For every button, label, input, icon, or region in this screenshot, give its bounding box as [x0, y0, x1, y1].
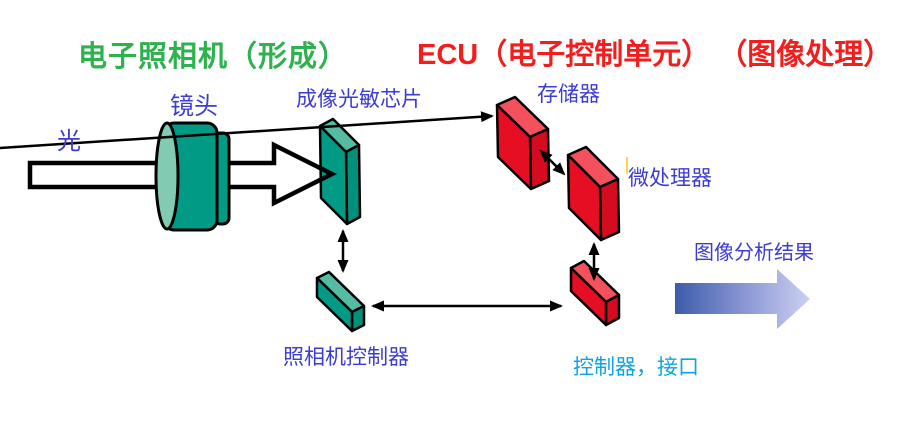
title-camera-system: 电子照相机（形成） [78, 40, 348, 73]
controller-interface-box [569, 259, 621, 327]
label-light: 光 [57, 128, 81, 155]
microprocessor-side-face [598, 177, 621, 242]
result-arrow [675, 269, 810, 329]
label-sensor-chip: 成像光敏芯片 [296, 88, 422, 111]
memory-side-face [528, 127, 551, 191]
camera-controller-front-face [315, 276, 354, 333]
lens-front-ellipse [154, 121, 180, 231]
camera-controller-side-face [350, 304, 366, 333]
arrow-memory-microprocessor [539, 149, 566, 176]
title-ecu: ECU（电子控制单元） （图像处理） [417, 38, 892, 71]
label-result: 图像分析结果 [694, 241, 814, 264]
arrow-chip-to-memory [0, 111, 494, 150]
memory-front-face [495, 103, 533, 191]
label-controller-interface: 控制器，接口 [573, 356, 699, 379]
lens [154, 121, 231, 232]
microprocessor-box [566, 145, 621, 242]
microprocessor-front-face [566, 153, 603, 242]
sensor-chip-side-face [344, 143, 362, 226]
connectors [0, 111, 600, 312]
memory-box [495, 95, 551, 191]
label-lens: 镜头 [170, 93, 218, 120]
label-microprocessor: 微处理器 [628, 167, 712, 190]
label-memory: 存储器 [537, 83, 600, 106]
camera-controller-box [315, 270, 366, 333]
light-arrow-tip-overlay [317, 165, 338, 183]
controller-interface-front-face [569, 266, 608, 327]
label-camera-controller: 照相机控制器 [283, 346, 409, 369]
